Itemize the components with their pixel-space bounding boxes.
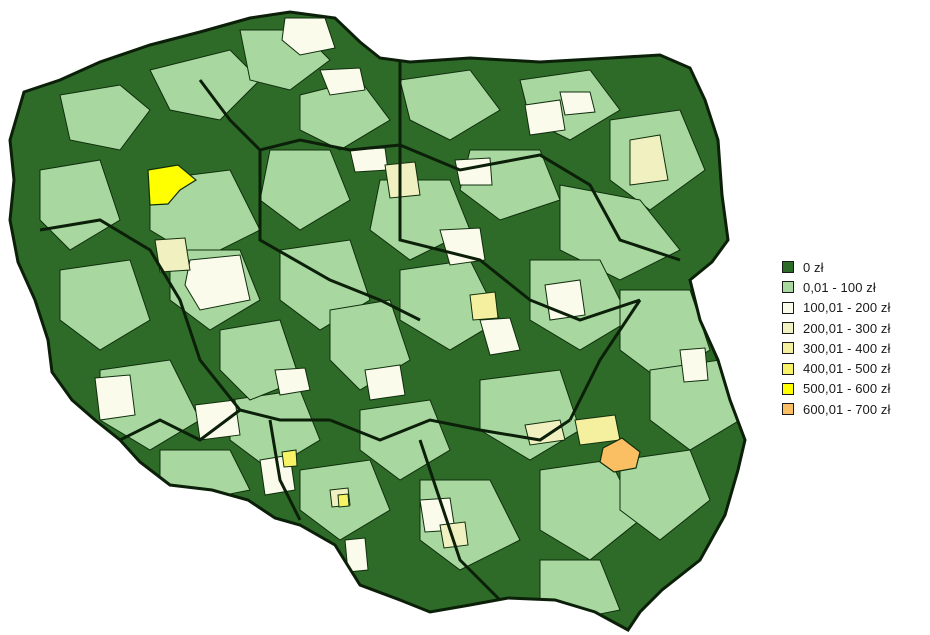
border-line [329, 418, 571, 442]
district [337, 493, 350, 508]
legend-label: 300,01 - 400 zł [803, 340, 891, 356]
district [679, 347, 709, 383]
border-line [119, 408, 241, 442]
district [94, 374, 136, 421]
district [319, 67, 366, 96]
district [274, 367, 311, 396]
district [649, 359, 741, 451]
legend-swatch [782, 342, 794, 355]
border-line [268, 419, 302, 521]
cream-districts [154, 134, 669, 549]
legend-item: 400,01 - 500 zł [782, 358, 930, 378]
district [281, 17, 336, 56]
legend-item: 100,01 - 200 zł [782, 298, 930, 318]
country-outline [8, 10, 747, 632]
district [454, 157, 493, 186]
district-orange [599, 437, 641, 473]
border-line [258, 150, 421, 322]
district [559, 184, 681, 281]
district [574, 414, 621, 446]
legend-swatch [782, 281, 794, 294]
district [184, 254, 251, 311]
district [364, 364, 406, 401]
district [59, 259, 151, 351]
district [524, 99, 566, 136]
light-green-districts [39, 29, 741, 621]
legend-item: 500,01 - 600 zł [782, 379, 930, 399]
legend-swatch [782, 301, 794, 314]
legend-label: 400,01 - 500 zł [803, 361, 891, 377]
legend-swatch [782, 403, 794, 416]
legend-swatch [782, 261, 794, 274]
border-line [418, 439, 502, 602]
voivodeship-borders [39, 62, 681, 602]
legend-item: 0,01 - 100 zł [782, 277, 930, 297]
yellow-districts [281, 291, 621, 508]
district [619, 449, 711, 541]
district [469, 291, 499, 321]
district [399, 69, 501, 141]
pale-districts [94, 17, 709, 573]
district [524, 419, 566, 446]
district [281, 449, 298, 468]
district [439, 521, 469, 549]
legend-swatch [782, 362, 794, 375]
border-line [39, 218, 330, 422]
border-line [198, 79, 401, 152]
legend-label: 500,01 - 600 zł [803, 381, 891, 397]
district [349, 147, 389, 173]
district-bright-yellow [147, 164, 198, 206]
legend-label: 600,01 - 700 zł [803, 401, 891, 417]
district [259, 149, 351, 231]
legend-label: 200,01 - 300 zł [803, 320, 891, 336]
legend-label: 0,01 - 100 zł [803, 279, 876, 295]
district [384, 161, 421, 199]
legend-item: 200,01 - 300 zł [782, 318, 930, 338]
district [59, 84, 151, 151]
legend-item: 600,01 - 700 zł [782, 399, 930, 419]
district [439, 227, 486, 266]
district [479, 317, 521, 356]
district [539, 459, 641, 561]
map-legend: 0 zł 0,01 - 100 zł 100,01 - 200 zł 200,0… [782, 257, 930, 419]
legend-label: 100,01 - 200 zł [803, 300, 891, 316]
legend-swatch [782, 322, 794, 335]
border-line [568, 299, 642, 421]
legend-label: 0 zł [803, 259, 824, 275]
district [344, 537, 369, 573]
district [559, 91, 596, 116]
legend-item: 300,01 - 400 zł [782, 338, 930, 358]
border-line [398, 145, 641, 322]
district [629, 134, 669, 186]
district [194, 399, 241, 441]
legend-swatch [782, 382, 794, 395]
legend-item: 0 zł [782, 257, 930, 277]
map-regions [10, 12, 745, 630]
